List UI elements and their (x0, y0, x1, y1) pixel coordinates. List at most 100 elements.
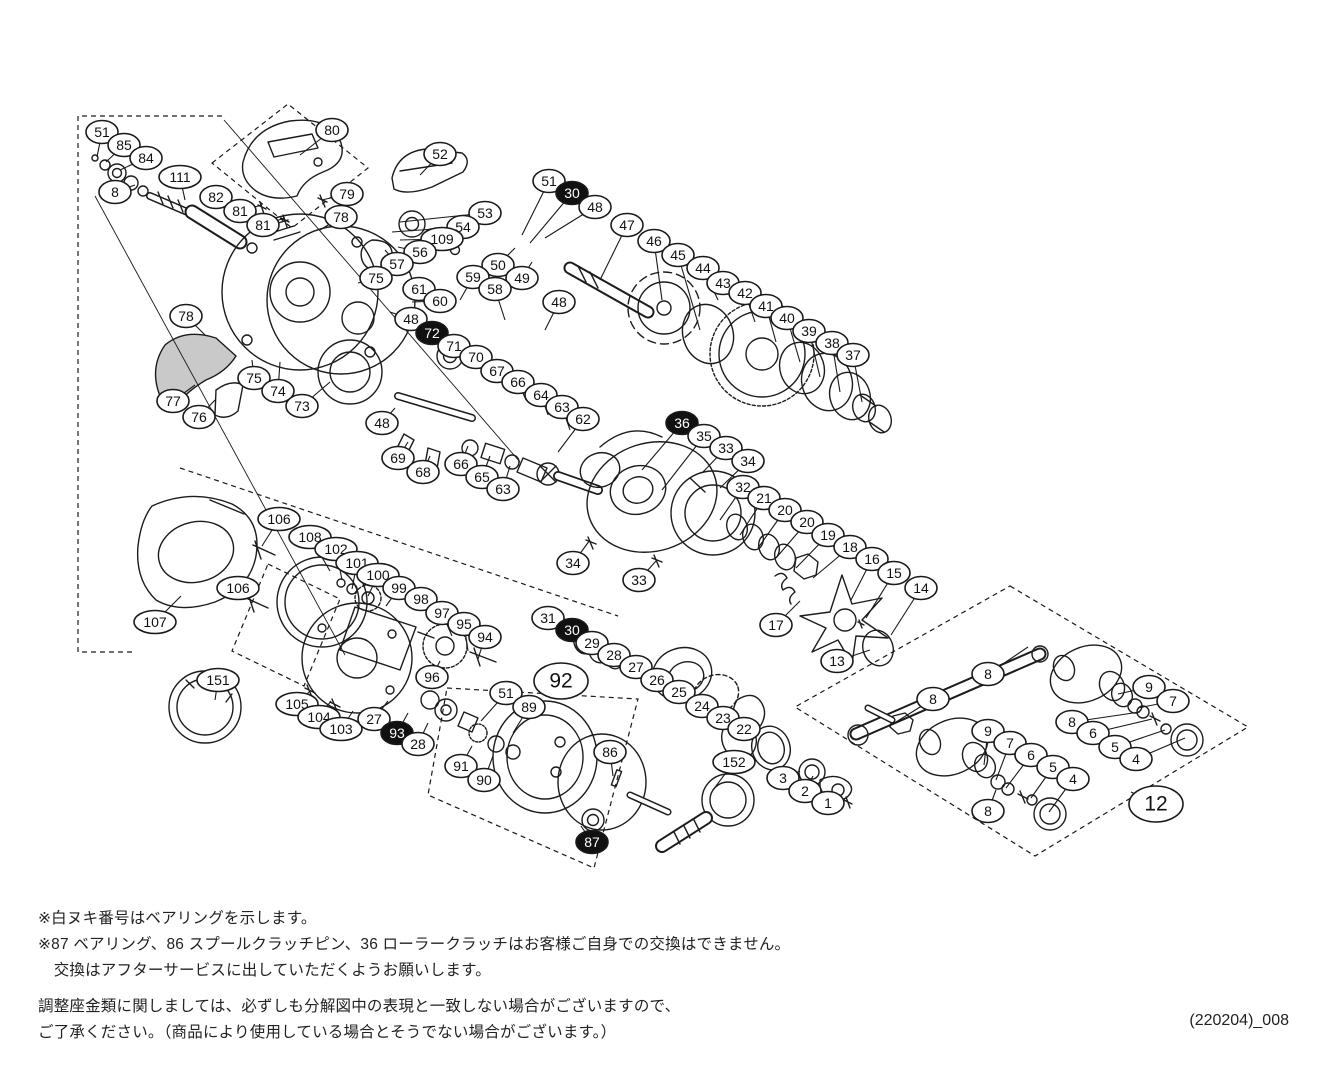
art-worm-shaft (91, 154, 248, 250)
part-number-78: 78 (178, 308, 194, 324)
part-callout-94 (468, 624, 502, 650)
part-number-67: 67 (489, 363, 505, 379)
part-number-9: 9 (984, 723, 992, 739)
note-line: ※白ヌキ番号はベアリングを示します。 (38, 910, 317, 927)
part-callout-34 (556, 550, 590, 576)
part-callout-49 (505, 265, 539, 291)
part-number-8: 8 (1068, 714, 1076, 730)
part-number-48: 48 (587, 199, 603, 215)
part-number-4: 4 (1069, 771, 1077, 787)
part-callout-58 (478, 276, 512, 302)
part-callout-17 (759, 612, 793, 638)
part-number-13: 13 (829, 653, 845, 669)
part-number-19: 19 (820, 527, 836, 543)
part-callout-74 (261, 378, 295, 404)
part-number-84: 84 (138, 150, 154, 166)
part-callout-51 (85, 119, 119, 145)
part-number-18: 18 (842, 539, 858, 555)
note-line: 調整座金類に関しましては、必ずしも分解図中の表現と一致しない場合がございますので… (38, 998, 681, 1015)
part-callout-8 (971, 798, 1005, 824)
part-number-40: 40 (779, 310, 795, 326)
part-callout-80 (315, 117, 349, 143)
part-callout-69 (381, 445, 415, 471)
part-callout-47 (610, 212, 644, 238)
part-number-107: 107 (143, 614, 167, 630)
notes-block-washers: 調整座金類に関しましては、必ずしも分解図中の表現と一致しない場合がございますので… (38, 994, 680, 1046)
part-number-50: 50 (490, 257, 506, 273)
part-callout-107 (133, 609, 177, 635)
document-number: (220204)_008 (1189, 1012, 1289, 1029)
part-number-35: 35 (696, 428, 712, 444)
part-callout-87 (575, 829, 609, 855)
part-callout-15 (877, 560, 911, 586)
part-number-108: 108 (298, 529, 322, 545)
part-callout-75 (237, 365, 271, 391)
part-callout-84 (129, 145, 163, 171)
part-number-75: 75 (368, 270, 384, 286)
part-number-34: 34 (565, 555, 581, 571)
part-number-86: 86 (602, 744, 618, 760)
part-callout-40 (770, 305, 804, 331)
art-roller-clutch (579, 430, 756, 568)
part-number-6: 6 (1089, 725, 1097, 741)
part-number-39: 39 (801, 323, 817, 339)
part-number-12: 12 (1144, 793, 1167, 816)
part-number-4: 4 (1132, 751, 1140, 767)
axis-line (94, 195, 346, 656)
part-callout-111 (158, 164, 202, 190)
part-number-16: 16 (864, 551, 880, 567)
part-number-28: 28 (410, 736, 426, 752)
part-number-7: 7 (1006, 735, 1014, 751)
part-number-92: 92 (549, 670, 572, 693)
part-number-47: 47 (619, 217, 635, 233)
part-number-27: 27 (366, 711, 382, 727)
part-callout-85 (107, 132, 141, 158)
part-callout-66 (501, 369, 535, 395)
part-number-91: 91 (453, 758, 469, 774)
part-number-63: 63 (495, 481, 511, 497)
part-number-152: 152 (722, 754, 746, 770)
part-number-21: 21 (756, 490, 772, 506)
part-number-8: 8 (111, 184, 119, 200)
part-number-64: 64 (533, 387, 549, 403)
part-number-60: 60 (432, 293, 448, 309)
part-number-81: 81 (232, 203, 248, 219)
part-number-102: 102 (324, 541, 348, 557)
part-callout-70 (459, 344, 493, 370)
art-side-cover (136, 495, 258, 609)
art-tool (655, 773, 755, 853)
part-callout-91 (444, 753, 478, 779)
part-number-8: 8 (984, 803, 992, 819)
part-callout-52 (423, 141, 457, 167)
part-callout-48 (394, 306, 428, 332)
part-callout-25 (662, 679, 696, 705)
part-callouts: 5185848111828181807978525354109565775616… (85, 117, 1190, 855)
part-callout-50 (481, 252, 515, 278)
part-number-93: 93 (389, 725, 405, 741)
part-callout-57 (380, 251, 414, 277)
part-number-66: 66 (510, 374, 526, 390)
part-number-17: 17 (768, 617, 784, 633)
part-number-38: 38 (824, 335, 840, 351)
part-number-34: 34 (740, 453, 756, 469)
part-callout-4 (1056, 766, 1090, 792)
leader-line (677, 254, 701, 331)
part-number-98: 98 (413, 591, 429, 607)
art-main-frame (221, 213, 416, 375)
part-callout-4 (1119, 746, 1153, 772)
part-number-3: 3 (779, 770, 787, 786)
part-number-5: 5 (1049, 759, 1057, 775)
part-number-15: 15 (886, 565, 902, 581)
part-callout-86 (593, 739, 627, 765)
part-number-63: 63 (554, 399, 570, 415)
part-number-72: 72 (424, 325, 440, 341)
part-number-76: 76 (191, 409, 207, 425)
part-number-48: 48 (374, 415, 390, 431)
part-callout-30 (555, 180, 589, 206)
part-number-79: 79 (339, 186, 355, 202)
part-callout-53 (468, 200, 502, 226)
part-number-37: 37 (845, 347, 861, 363)
part-number-41: 41 (758, 298, 774, 314)
part-callout-31 (531, 605, 565, 631)
part-number-20: 20 (799, 514, 815, 530)
